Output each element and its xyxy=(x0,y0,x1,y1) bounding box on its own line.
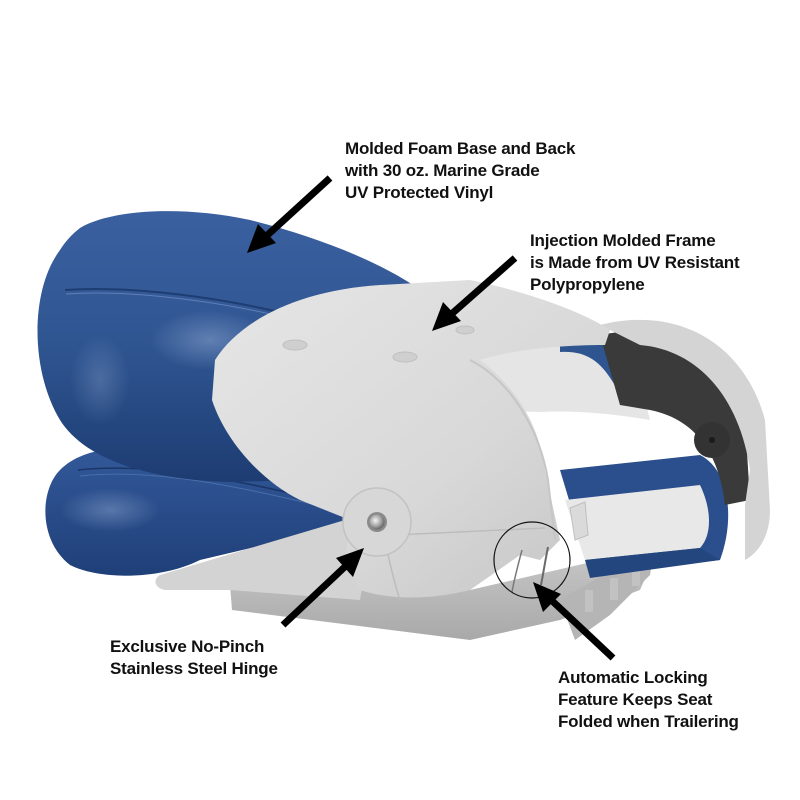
callout-foam-vinyl: Molded Foam Base and Back with 30 oz. Ma… xyxy=(345,138,575,204)
callout-line: Folded when Trailering xyxy=(558,712,739,731)
frame-shell-right xyxy=(600,319,770,560)
stainless-steel-hinge xyxy=(342,487,412,557)
arrow-frame xyxy=(432,255,518,331)
callout-line: Stainless Steel Hinge xyxy=(110,659,278,678)
callout-line: is Made from UV Resistant xyxy=(530,253,740,272)
molded-frame xyxy=(212,280,610,601)
callout-auto-lock: Automatic Locking Feature Keeps Seat Fol… xyxy=(558,667,739,733)
callout-molded-frame: Injection Molded Frame is Made from UV R… xyxy=(530,230,740,296)
callout-arrows xyxy=(247,175,616,661)
lock-highlight-circle xyxy=(493,521,571,599)
arrow-foam xyxy=(247,175,333,253)
callout-line: Automatic Locking xyxy=(558,668,708,687)
callout-line: Polypropylene xyxy=(530,275,645,294)
callout-line: Feature Keeps Seat xyxy=(558,690,713,709)
callout-hinge: Exclusive No-Pinch Stainless Steel Hinge xyxy=(110,636,278,680)
automatic-lock-detail xyxy=(493,521,571,599)
callout-line: with 30 oz. Marine Grade xyxy=(345,161,540,180)
callout-line: Injection Molded Frame xyxy=(530,231,716,250)
callout-line: UV Protected Vinyl xyxy=(345,183,494,202)
arrow-hinge xyxy=(280,548,364,628)
callout-line: Exclusive No-Pinch xyxy=(110,637,265,656)
callout-line: Molded Foam Base and Back xyxy=(345,139,576,158)
arrow-lock xyxy=(533,582,616,661)
side-panel-wedge xyxy=(155,520,370,600)
